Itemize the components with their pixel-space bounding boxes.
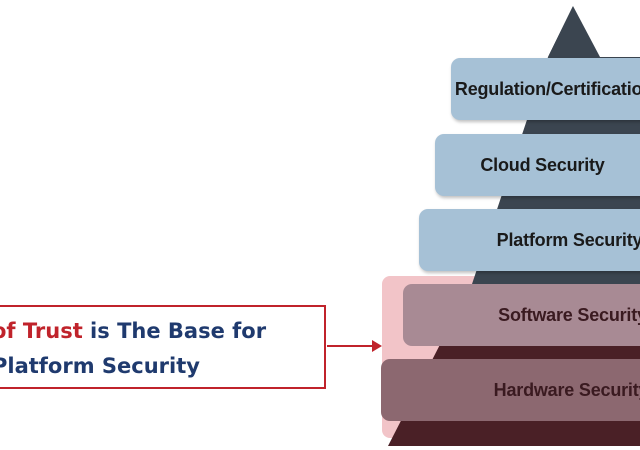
layer-regulation-certification: Regulation/Certification [451,58,640,120]
callout-highlight-text: of Trust [0,319,83,343]
arrow-right-icon [372,340,382,352]
layer-label: Platform Security [496,229,640,250]
layer-label: Cloud Security [480,154,605,175]
layer-label: Hardware Security [493,379,640,400]
layer-hardware-security: Hardware Security [381,359,640,421]
layer-label: Software Security [498,304,640,325]
root-of-trust-callout: of Trust is The Base for Platform Securi… [0,305,326,389]
pyramid-slope [548,6,600,57]
layer-software-security: Software Security [403,284,640,346]
callout-text: is The Base for [82,319,267,343]
layer-cloud-security: Cloud Security [435,134,640,196]
layer-label: Regulation/Certification [454,78,640,99]
callout-arrow-line [327,345,373,347]
layer-platform-security: Platform Security [419,209,640,271]
callout-line-1: of Trust is The Base for [0,319,266,343]
callout-line-2: Platform Security [0,354,200,378]
